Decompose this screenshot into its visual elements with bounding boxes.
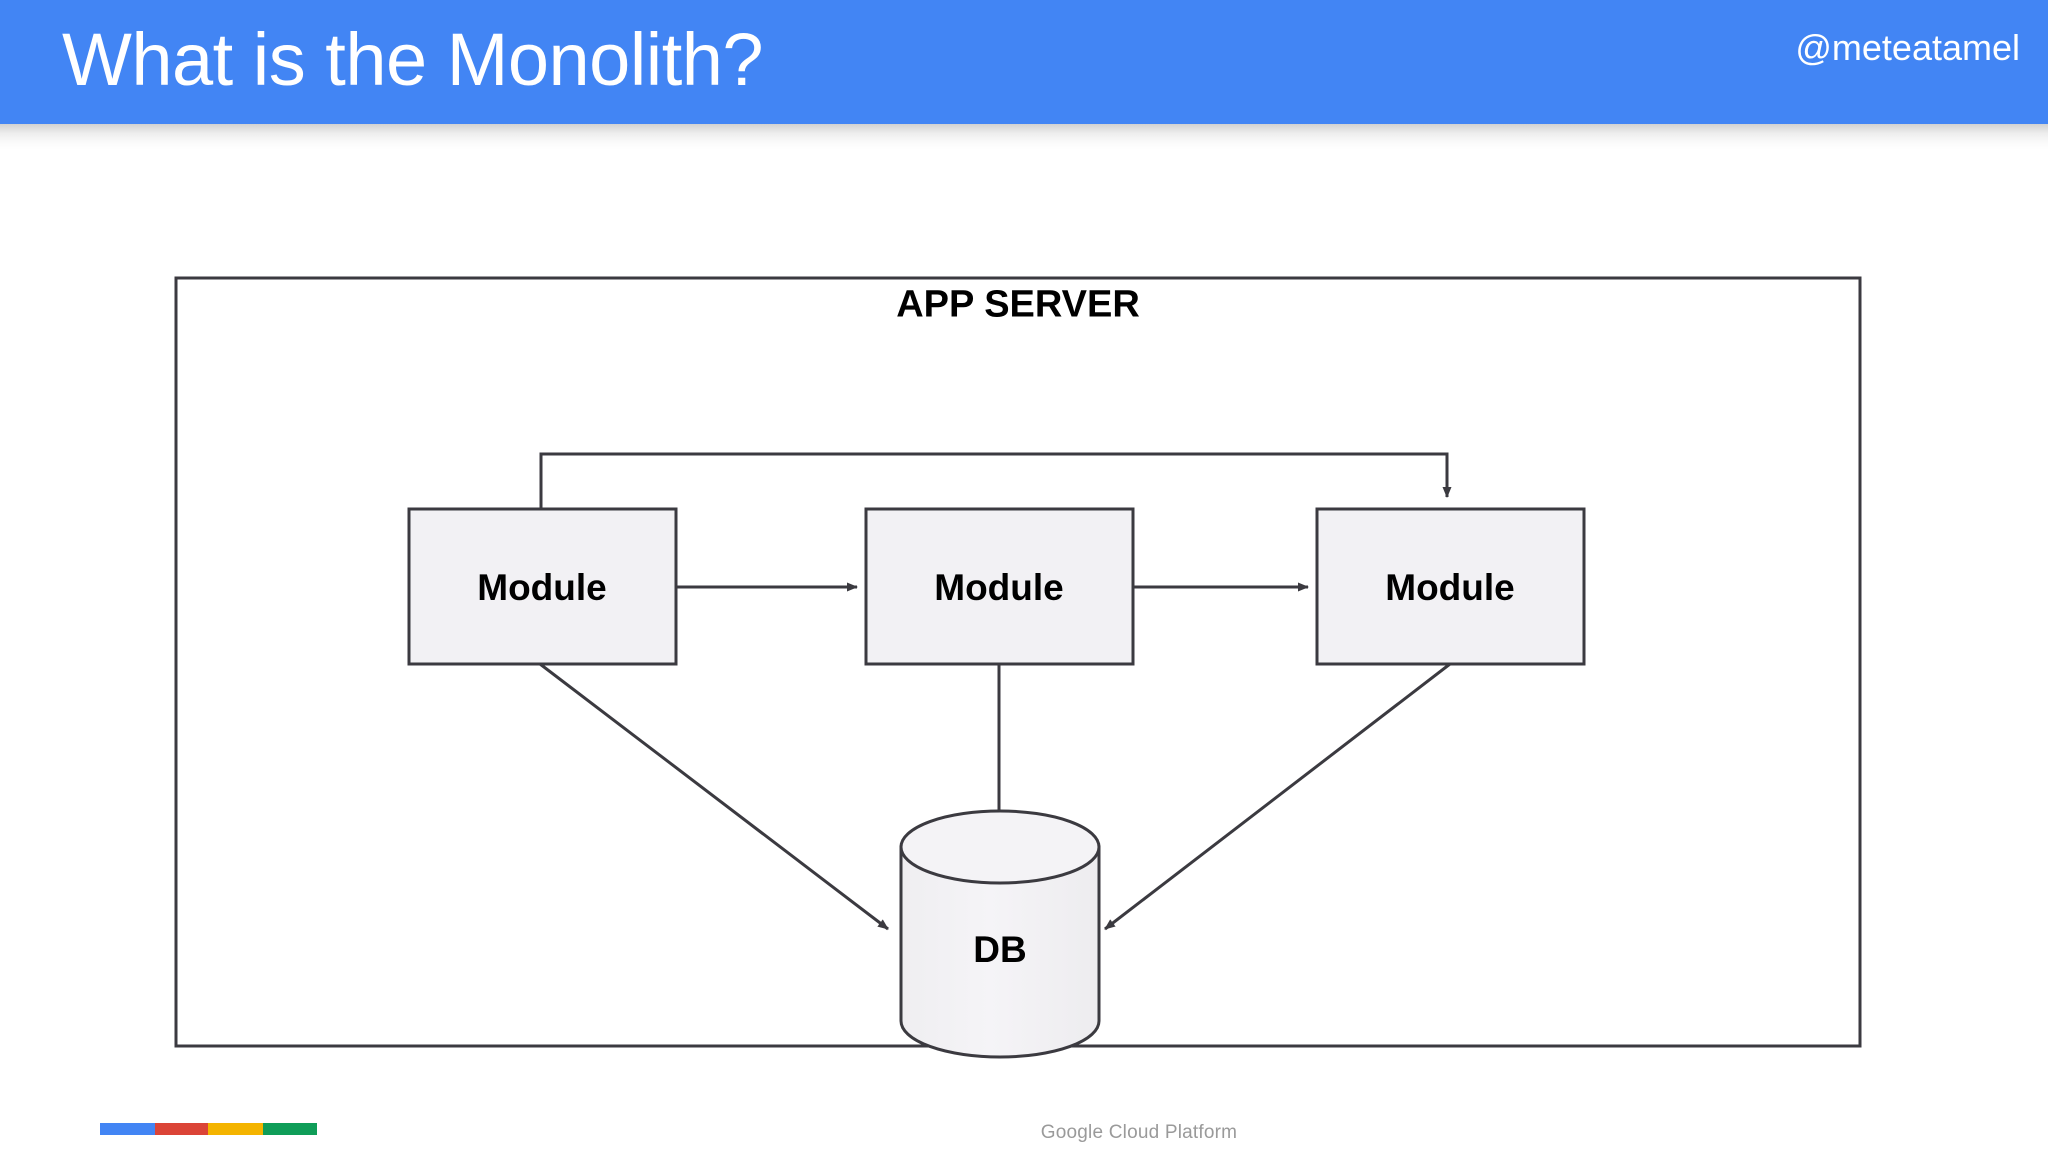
module-1-label: Module [477, 567, 606, 608]
monolith-diagram: APP SERVER Module Module Module DB [0, 150, 2048, 1080]
module-3-label: Module [1385, 567, 1514, 608]
edge-module1-to-database [539, 662, 889, 931]
brand-bar-blue [100, 1123, 155, 1135]
module-box-1 [407, 507, 678, 666]
database-cylinder [899, 809, 1101, 1059]
footer-caption: Google Cloud Platform [1040, 1122, 1238, 1143]
google-brand-bar [100, 1123, 317, 1135]
diagram-canvas: APP SERVER Module Module Module DB [174, 276, 1862, 1059]
edge-module1-to-module3-feedback [539, 452, 1452, 508]
module-2-label: Module [934, 567, 1063, 608]
slide-header-bar: What is the Monolith? @meteatamel [0, 0, 2048, 124]
author-handle: @meteatamel [1795, 27, 2020, 68]
brand-bar-green [262, 1123, 317, 1135]
cylinder-body [899, 845, 1101, 1059]
app-server-label: APP SERVER [896, 283, 1140, 325]
module-box-2 [864, 507, 1135, 666]
module-box-3 [1315, 507, 1586, 666]
edge-module3-to-database [1104, 662, 1451, 931]
cylinder-top [899, 809, 1101, 885]
brand-bar-yellow [207, 1123, 263, 1135]
database-label: DB [973, 929, 1026, 970]
brand-bar-red [154, 1123, 208, 1135]
page-title: What is the Monolith? [62, 18, 764, 101]
header-shadow [0, 124, 2048, 150]
